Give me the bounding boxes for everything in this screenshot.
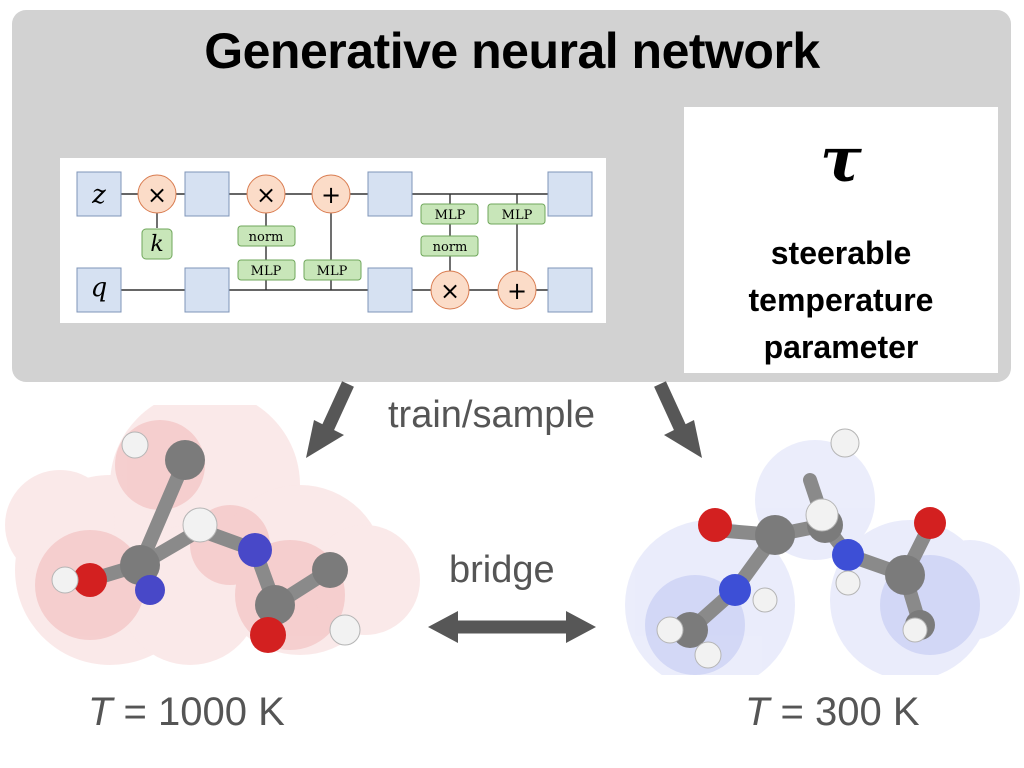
- multiply-symbol: ×: [256, 181, 276, 209]
- hydrogen-atom: [182, 507, 218, 543]
- temperature-parameter-box: τ steerable temperature parameter: [684, 107, 998, 373]
- norm-box: [237, 225, 296, 247]
- hydrogen-atom: [51, 566, 79, 594]
- z-block: [76, 171, 122, 217]
- temperature-value: = 1000 K: [112, 690, 285, 734]
- add-symbol: +: [507, 277, 527, 305]
- low-temperature-label: T = 300 K: [745, 690, 920, 735]
- parameter-line-1: steerable: [770, 235, 912, 271]
- q-block: [76, 267, 122, 313]
- carbon-atom: [755, 515, 795, 555]
- k-box: [141, 228, 173, 260]
- block: [184, 267, 230, 313]
- add-symbol: +: [321, 181, 341, 209]
- tau-symbol: τ: [820, 123, 862, 196]
- hydrogen-atom: [835, 570, 861, 596]
- nitrogen-atom: [135, 575, 165, 605]
- oxygen-atom: [698, 508, 732, 542]
- block: [184, 171, 230, 217]
- block: [367, 267, 413, 313]
- k-label: k: [150, 232, 163, 257]
- multiply-operator: [137, 174, 177, 214]
- mlp-label: MLP: [502, 208, 533, 223]
- oxygen-atom: [73, 563, 107, 597]
- carbon-atom: [885, 555, 925, 595]
- norm-label: norm: [433, 240, 468, 255]
- hydrogen-atom: [329, 614, 361, 646]
- mlp-label: MLP: [317, 264, 348, 279]
- nitrogen-atom: [832, 539, 864, 571]
- mlp-box: [237, 259, 296, 281]
- oxygen-atom: [914, 507, 946, 539]
- q-label: q: [91, 273, 108, 303]
- nitrogen-atom: [719, 574, 751, 606]
- multiply-operator: [430, 270, 470, 310]
- panel-title: Generative neural network: [204, 23, 820, 79]
- multiply-symbol: ×: [440, 277, 460, 305]
- arrowhead-icon: [566, 611, 596, 643]
- high-temperature-molecule: [5, 405, 420, 665]
- architecture-diagram: z q × × + × + k norm MLP MLP MLP: [60, 158, 606, 323]
- parameter-line-3: parameter: [763, 329, 919, 365]
- z-label: z: [91, 180, 106, 210]
- temperature-symbol: T: [745, 690, 770, 734]
- arrowhead-icon: [428, 611, 458, 643]
- bridge-label: bridge: [449, 549, 555, 591]
- carbon-atom: [672, 612, 708, 648]
- high-temperature-label: T = 1000 K: [88, 690, 285, 735]
- oxygen-atom: [250, 617, 286, 653]
- temperature-symbol: T: [88, 690, 113, 734]
- norm-box: [420, 235, 479, 257]
- mlp-box: [303, 259, 362, 281]
- hydrogen-atom: [656, 616, 684, 644]
- carbon-atom: [312, 552, 348, 588]
- add-operator: [497, 270, 537, 310]
- mlp-label: MLP: [251, 264, 282, 279]
- train-sample-label: train/sample: [388, 394, 595, 436]
- multiply-operator: [246, 174, 286, 214]
- parameter-line-2: temperature: [748, 282, 934, 318]
- mlp-box: [487, 203, 546, 225]
- hydrogen-atom: [830, 428, 860, 458]
- hydrogen-atom: [121, 431, 149, 459]
- block: [547, 171, 593, 217]
- hydrogen-atom: [752, 587, 778, 613]
- add-operator: [311, 174, 351, 214]
- mlp-box: [420, 203, 479, 225]
- block: [547, 267, 593, 313]
- hydrogen-atom: [902, 617, 928, 643]
- multiply-symbol: ×: [147, 181, 167, 209]
- hydrogen-atom: [694, 641, 722, 669]
- carbon-atom: [255, 585, 295, 625]
- mlp-label: MLP: [435, 208, 466, 223]
- blocks: [76, 171, 593, 313]
- temperature-value: = 300 K: [769, 690, 920, 734]
- low-temperature-molecule: [625, 428, 1020, 675]
- norm-label: norm: [249, 230, 284, 245]
- nitrogen-atom: [238, 533, 272, 567]
- carbon-atom: [165, 440, 205, 480]
- hydrogen-atom: [805, 498, 839, 532]
- block: [367, 171, 413, 217]
- architecture-svg: z q × × + × + k norm MLP MLP MLP: [76, 171, 593, 313]
